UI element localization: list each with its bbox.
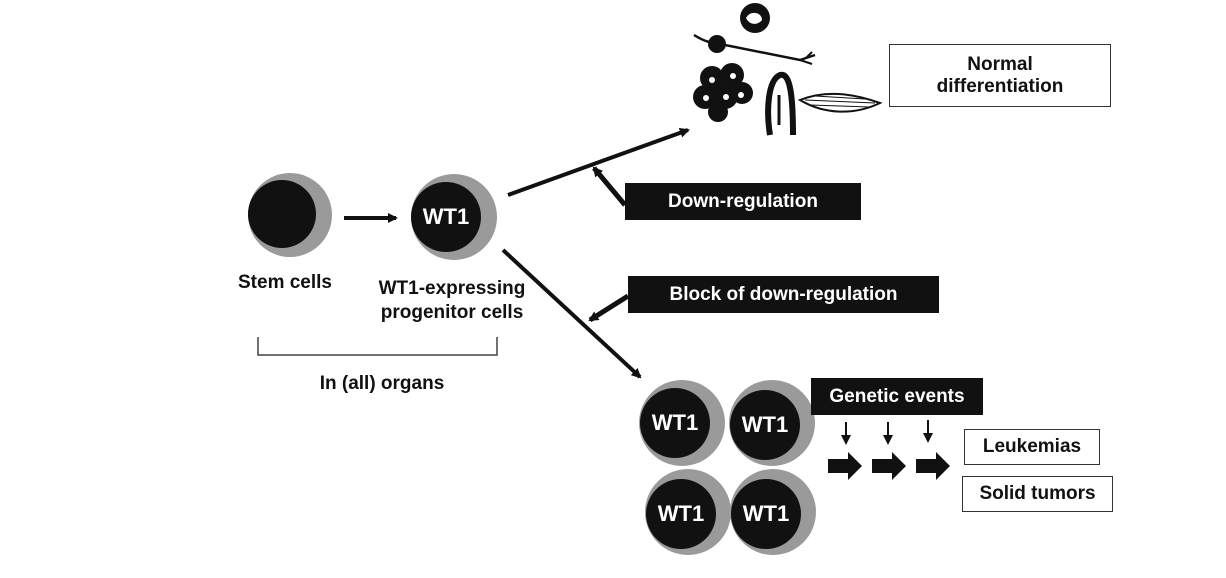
- arrow-to-tumor-cells: [501, 248, 642, 379]
- progenitor-label-line1: WT1-expressing: [378, 278, 526, 299]
- solid-tumors-box: Solid tumors: [962, 476, 1113, 512]
- organs-label: In (all) organs: [319, 373, 445, 394]
- tumor-cell-3-label: WT1: [657, 501, 705, 526]
- tumor-cell-3: [645, 469, 731, 555]
- block-arrow-3: [916, 452, 950, 480]
- arrow-block-down-regulation: [588, 293, 630, 323]
- block-down-regulation-box: Block of down-regulation: [628, 276, 939, 313]
- leukemias-box: Leukemias: [964, 429, 1100, 465]
- stem-cells-label: Stem cells: [238, 272, 332, 293]
- tumor-cell-1-label: WT1: [651, 410, 699, 435]
- progenitor-label: WT1-expressing progenitor cells: [362, 277, 542, 325]
- normal-differentiation-box: Normal differentiation: [889, 44, 1111, 107]
- progenitor-cell: [411, 174, 497, 260]
- block-arrow-1: [828, 452, 862, 480]
- down-regulation-box: Down-regulation: [625, 183, 861, 220]
- progenitor-cell-label: WT1: [422, 204, 470, 229]
- arrow-down-regulation: [592, 166, 627, 207]
- block-arrow-2: [872, 452, 906, 480]
- tumor-cell-2: [729, 380, 815, 466]
- tumor-cell-4-label: WT1: [742, 501, 790, 526]
- normal-differentiation-line1: Normal: [967, 53, 1033, 75]
- stem-cell: [248, 173, 332, 257]
- arrow-to-differentiation: [507, 128, 690, 197]
- normal-differentiation-line2: differentiation: [936, 75, 1064, 97]
- tumor-cell-4: [730, 469, 816, 555]
- progenitor-label-line2: progenitor cells: [380, 302, 524, 323]
- tumor-cell-1: [639, 380, 725, 466]
- genetic-events-box: Genetic events: [811, 378, 983, 415]
- differentiated-cells-icon: [693, 3, 883, 136]
- organs-bracket: [257, 337, 498, 356]
- tumor-cell-2-label: WT1: [741, 412, 789, 437]
